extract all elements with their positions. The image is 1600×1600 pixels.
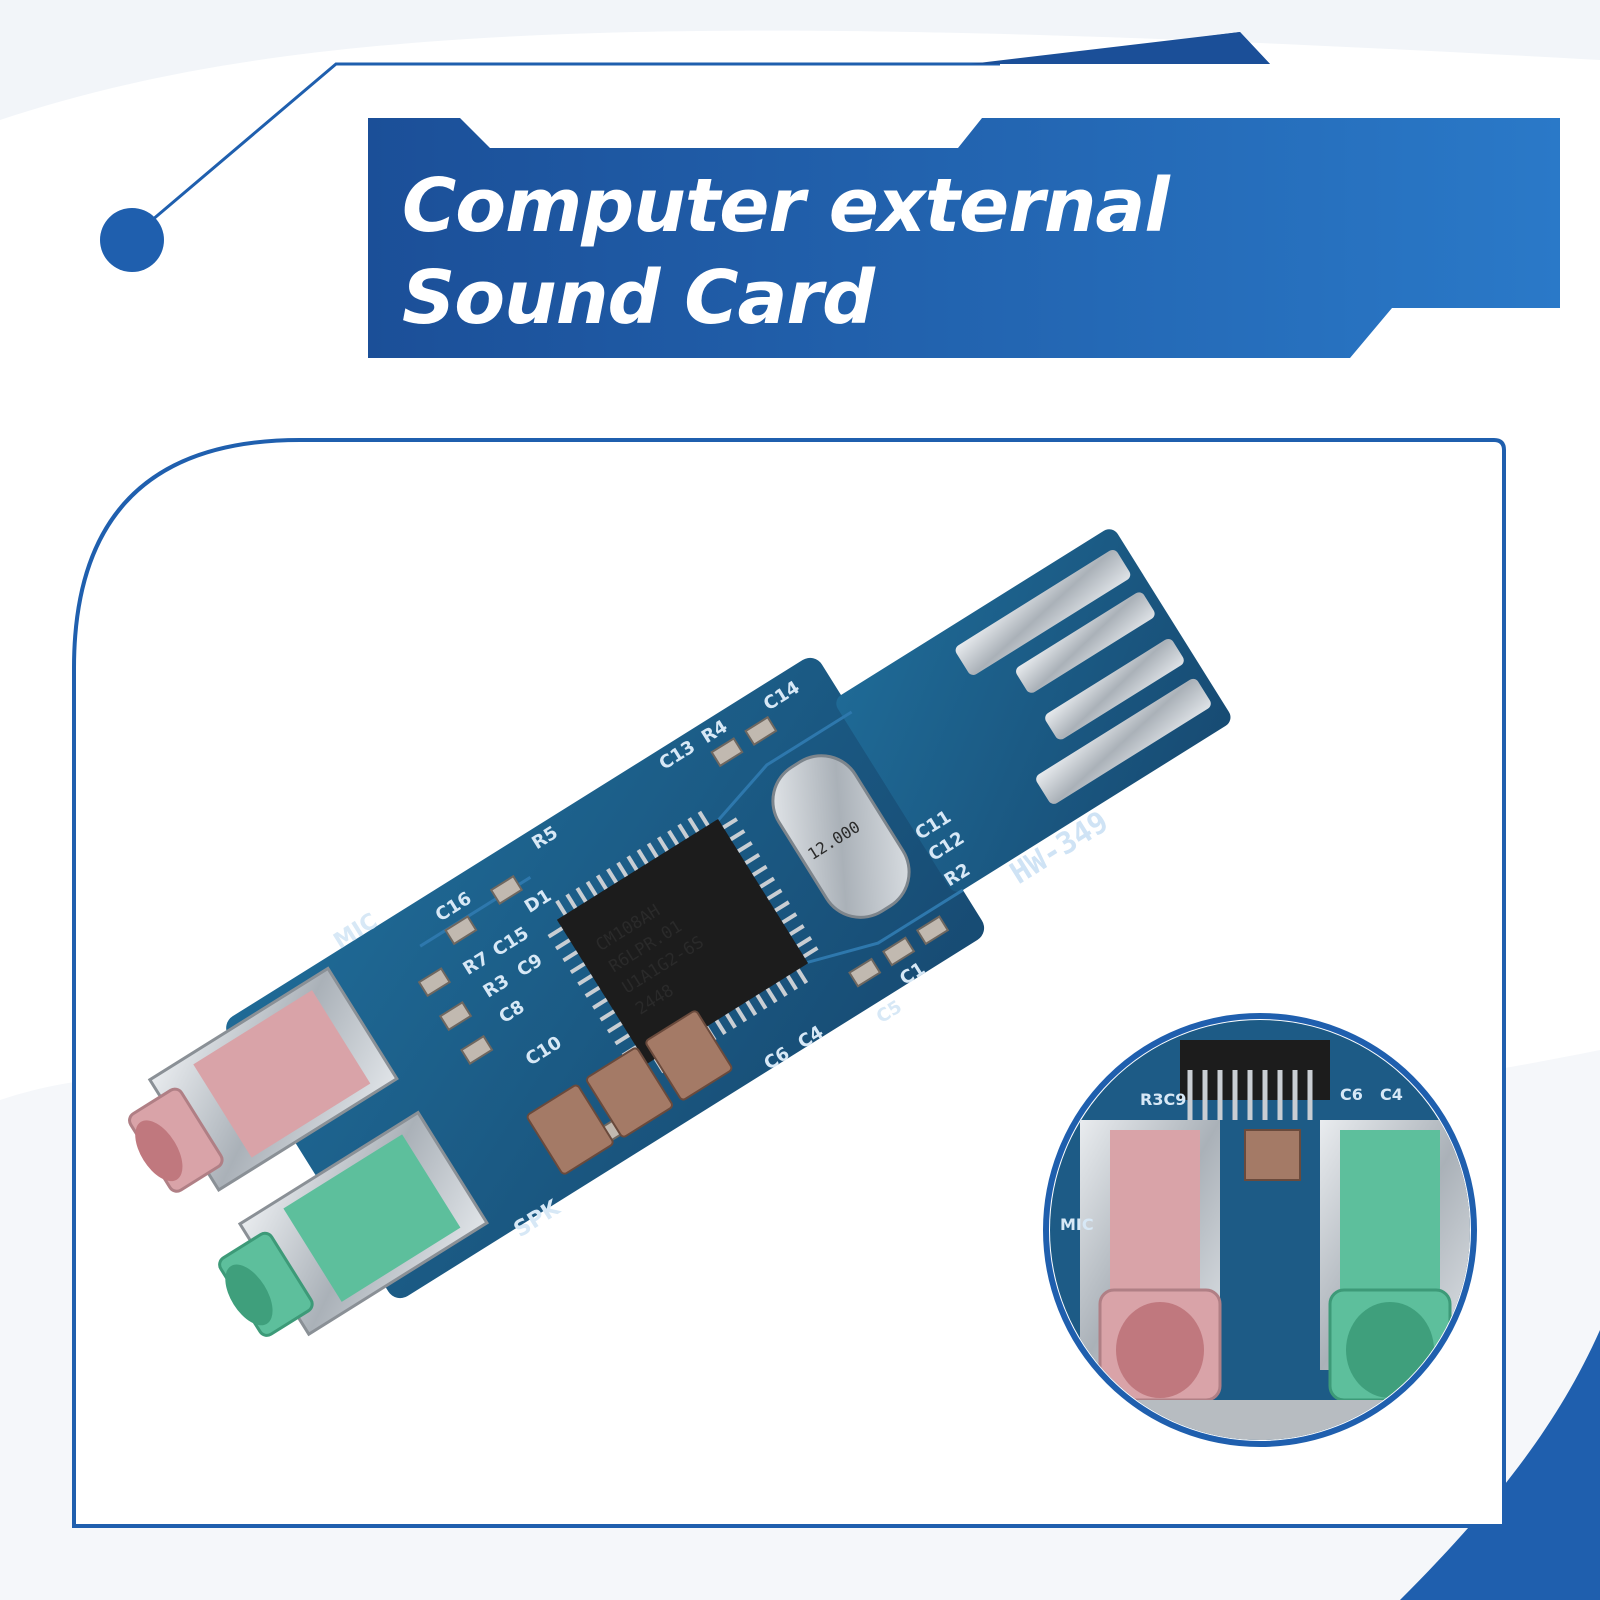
- corner-accent: [1400, 1330, 1600, 1600]
- title-banner: [368, 118, 1560, 358]
- crystal-oscillator: [771, 754, 911, 919]
- sound-card-board: HW-349 SPK MIC CM108AH R6LPR.01 U1A1G2-6…: [128, 529, 1231, 1337]
- page-title: Computer external Sound Card: [402, 160, 1402, 344]
- connector-line: [137, 62, 1000, 234]
- title-line-2: Sound Card: [402, 255, 875, 341]
- mic-jack: [128, 966, 399, 1193]
- inset-label-mic: MIC: [1060, 1215, 1094, 1234]
- connector-dot: [100, 208, 164, 272]
- inset-label-c6: C6: [1340, 1085, 1363, 1104]
- capacitors: [526, 1010, 733, 1175]
- inset-label-r3c9: R3C9: [1140, 1090, 1186, 1109]
- zoom-inset: R3C9 C6 C4 MIC: [1043, 1013, 1477, 1447]
- title-line-1: Computer external: [402, 163, 1170, 249]
- speaker-jack: [218, 1110, 489, 1337]
- inset-label-c4: C4: [1380, 1085, 1403, 1104]
